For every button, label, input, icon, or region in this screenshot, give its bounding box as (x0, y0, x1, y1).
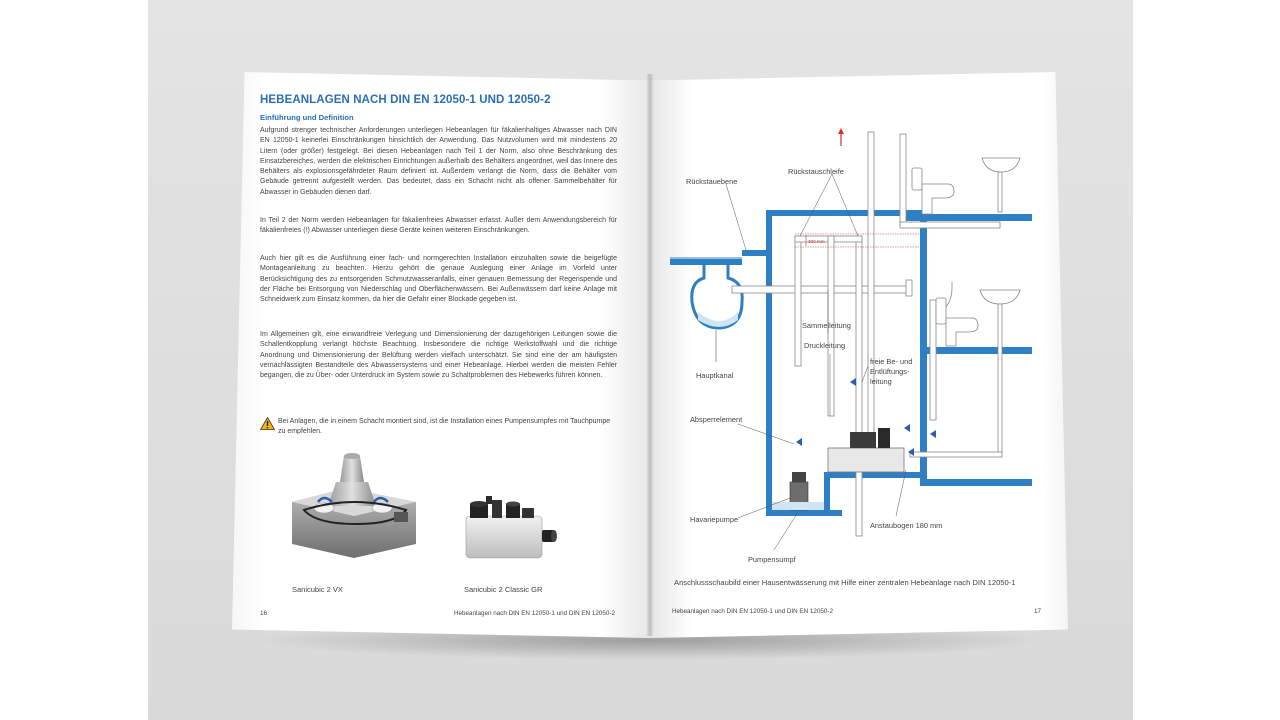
label-hauptkanal: Hauptkanal (696, 371, 734, 380)
leader-lines (725, 173, 907, 551)
valve-markers (796, 378, 936, 456)
label-measure: 300 mm (808, 239, 825, 244)
section-subtitle: Einführung und Definition (260, 113, 354, 122)
label-anstaubogen: Anstaubogen 180 mm (870, 521, 942, 530)
warning-text: Bei Anlagen, die in einem Schacht montie… (278, 418, 611, 436)
label-belueftung-2: Entlüftungs- (870, 367, 910, 376)
footer-right: Hebeanlagen nach DIN EN 12050-1 und DIN … (672, 608, 834, 615)
sewer-channel (690, 265, 744, 362)
sanicubic-2-vx-image (292, 453, 416, 558)
toilet-lower-icon (935, 297, 979, 347)
pipe-network (731, 131, 1001, 537)
label-belueftung-1: freie Be- und (870, 357, 912, 366)
label-pumpensumpf: Pumpensumpf (748, 555, 797, 564)
page-number-right: 17 (1034, 608, 1042, 615)
paragraph-1: Aufgrund strenger technischer Anforderun… (260, 127, 617, 196)
product-caption-vx: Sanicubic 2 VX (292, 585, 343, 594)
label-havariepumpe: Havariepumpe (690, 515, 738, 524)
paragraph-4: Im Allgemeinen gilt, eine einwandfreie V… (260, 331, 617, 380)
label-rueckstauebene: Rückstauebene (686, 177, 737, 186)
building-walls (670, 210, 1032, 516)
sink-lower-icon (909, 289, 1021, 458)
left-page: HEBEANLAGEN NACH DIN EN 12050-1 UND 1205… (232, 72, 650, 638)
label-sammelleitung: Sammelleitung (802, 321, 851, 330)
label-rueckstauschleife: Rückstauschleife (788, 167, 844, 176)
paragraph-3: Auch hier gilt es die Ausführung einer f… (260, 255, 617, 304)
right-page: Rückstauebene Rückstauschleife 300 mm Ha… (650, 72, 1068, 638)
product-caption-classic-gr: Sanicubic 2 Classic GR (464, 585, 543, 594)
page-title: HEBEANLAGEN NACH DIN EN 12050-1 UND 1205… (260, 94, 551, 106)
warning-icon (260, 417, 275, 430)
footer-left: Hebeanlagen nach DIN EN 12050-1 und DIN … (454, 610, 616, 617)
book-spine (646, 74, 654, 636)
label-belueftung-3: leitung (870, 377, 892, 386)
page-number-left: 16 (260, 610, 268, 617)
paragraph-2: In Teil 2 der Norm werden Hebeanlagen fü… (260, 217, 617, 235)
warning-note: Bei Anlagen, die in einem Schacht montie… (260, 417, 617, 438)
toilet-upper-icon (911, 167, 955, 215)
label-absperrelement: Absperrelement (690, 415, 742, 424)
lifting-station-icon (827, 428, 905, 473)
emergency-pump-icon (772, 472, 824, 511)
drainage-diagram: Rückstauebene Rückstauschleife 300 mm Ha… (670, 128, 1032, 564)
sink-upper-icon (981, 157, 1021, 213)
label-druckleitung: Druckleitung (804, 341, 845, 350)
figure-caption: Anschlussschaubild einer Hausentwässerun… (674, 578, 1016, 587)
sanicubic-2-classic-gr-image (465, 496, 557, 559)
